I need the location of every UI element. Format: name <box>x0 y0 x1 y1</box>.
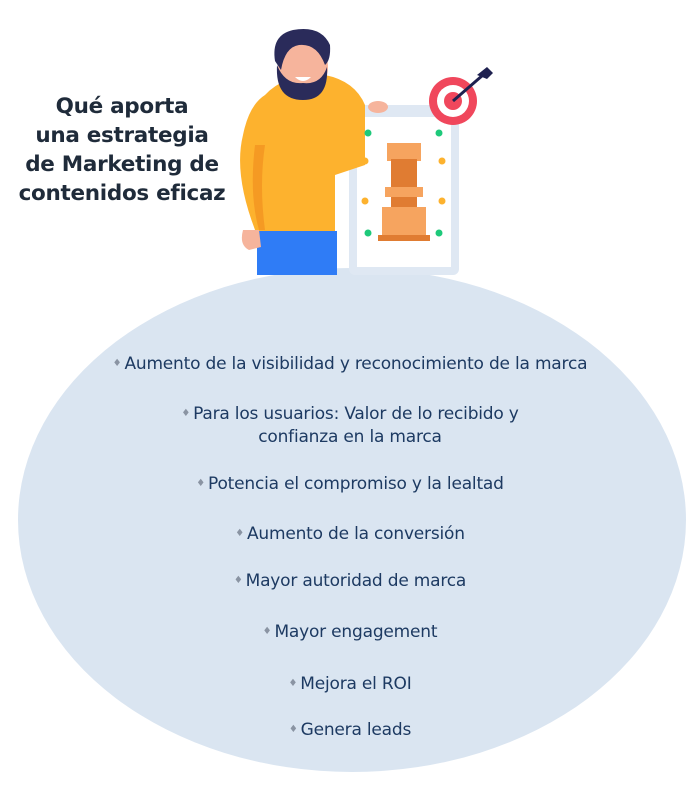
benefit-text: Aumento de la conversión <box>246 524 465 544</box>
benefit-text: Para los usuarios: Valor de lo recibido … <box>193 404 519 424</box>
benefit-item: ♦Genera leads <box>0 718 700 742</box>
benefit-text: confianza en la marca <box>258 427 442 447</box>
benefit-text: Mejora el ROI <box>300 674 412 694</box>
benefit-item: ♦Potencia el compromiso y la lealtad <box>0 472 700 496</box>
diamond-bullet-icon: ♦ <box>235 528 244 539</box>
benefit-text: Potencia el compromiso y la lealtad <box>208 474 504 494</box>
title-line: Qué aporta <box>55 94 189 119</box>
diamond-bullet-icon: ♦ <box>233 575 243 586</box>
benefit-item: ♦Para los usuarios: Valor de lo recibido… <box>0 402 700 449</box>
title-line: de Marketing de <box>25 152 219 177</box>
page-title: Qué aporta una estrategia de Marketing d… <box>14 92 230 208</box>
benefit-item: ♦Mayor autoridad de marca <box>0 569 700 593</box>
benefit-item: ♦Aumento de la conversión <box>0 522 700 546</box>
diamond-bullet-icon: ♦ <box>288 678 298 689</box>
benefits-ellipse-background <box>18 268 686 772</box>
diamond-bullet-icon: ♦ <box>181 408 191 419</box>
diamond-bullet-icon: ♦ <box>288 724 298 735</box>
diamond-bullet-icon: ♦ <box>196 478 206 489</box>
man-holding-strategy-board-illustration <box>240 29 493 275</box>
diamond-bullet-icon: ♦ <box>262 626 272 637</box>
benefit-text: Genera leads <box>300 720 412 740</box>
benefit-text: Aumento de la visibilidad y reconocimien… <box>124 354 588 374</box>
benefit-item: ♦Mejora el ROI <box>0 672 700 696</box>
benefit-item: ♦Mayor engagement <box>0 620 700 644</box>
benefit-text: Mayor autoridad de marca <box>245 571 467 591</box>
title-line: una estrategia <box>35 123 209 148</box>
diamond-bullet-icon: ♦ <box>112 358 122 369</box>
benefit-item: ♦Aumento de la visibilidad y reconocimie… <box>0 352 700 376</box>
title-line: contenidos eficaz <box>18 181 226 206</box>
benefit-text: Mayor engagement <box>274 622 438 642</box>
